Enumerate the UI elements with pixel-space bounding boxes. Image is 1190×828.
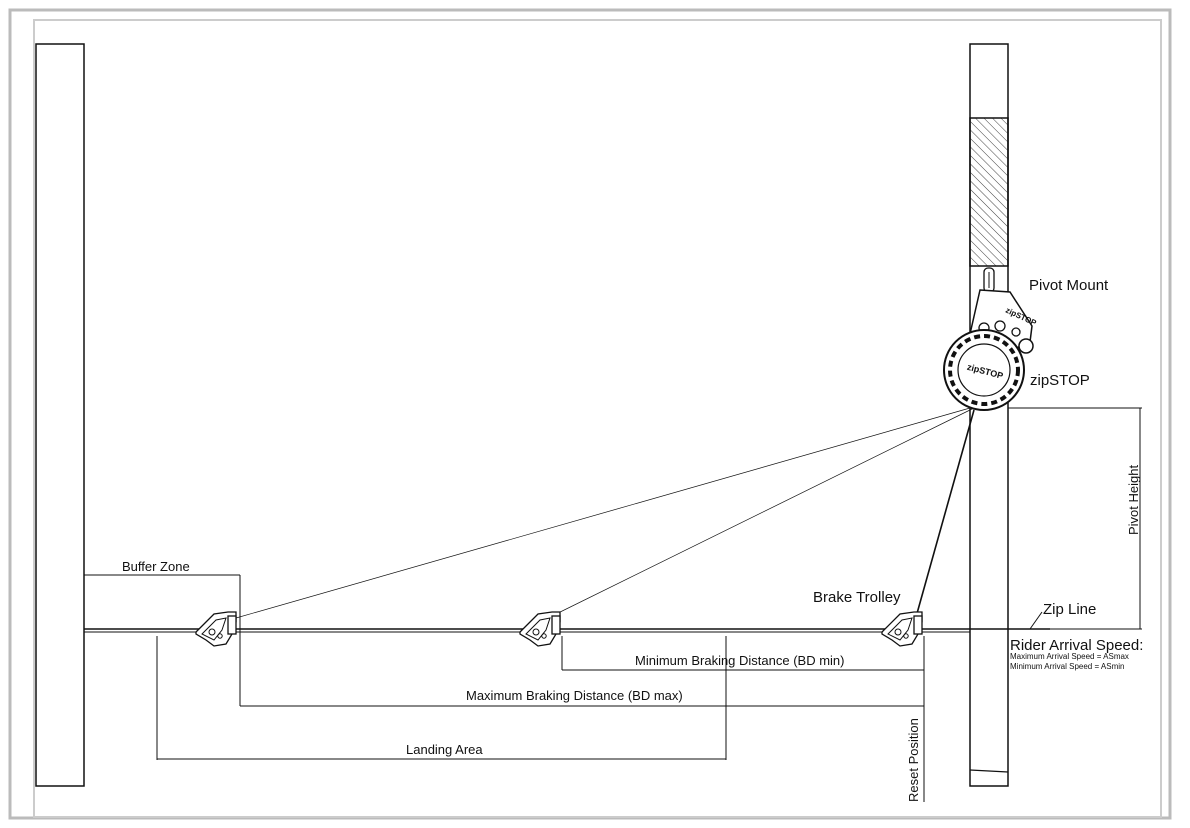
buffer-zone-label: Buffer Zone	[122, 559, 190, 574]
lanyard-active	[915, 409, 975, 618]
pivot-height-dimension	[1008, 407, 1142, 630]
brake-trolley-mid	[519, 611, 561, 647]
max-arrival-speed-label: Maximum Arrival Speed = ASmax	[1010, 652, 1129, 661]
zip-line-label: Zip Line	[1043, 601, 1096, 618]
rider-arrival-speed-label: Rider Arrival Speed:	[1010, 637, 1143, 654]
landing-area-dimension	[156, 636, 727, 760]
zip-line-leader	[1029, 611, 1043, 630]
lanyard-buffer	[235, 407, 971, 619]
lanyard-mid	[547, 408, 973, 619]
bd-max-label: Maximum Braking Distance (BD max)	[466, 688, 683, 703]
brake-trolley-reset	[881, 611, 923, 647]
bd-min-label: Minimum Braking Distance (BD min)	[635, 653, 845, 668]
reset-position-label: Reset Position	[906, 718, 921, 802]
page-border-inner	[33, 19, 1162, 818]
zipstop-device: zipSTOP	[943, 329, 1025, 411]
pivot-mount-label: Pivot Mount	[1029, 277, 1109, 294]
min-arrival-speed-label: Minimum Arrival Speed = ASmin	[1010, 662, 1125, 671]
landing-area-label: Landing Area	[406, 742, 483, 757]
pivot-height-label: Pivot Height	[1126, 465, 1141, 535]
right-post-base-line	[969, 769, 1009, 773]
brake-trolley-buffer	[195, 611, 237, 647]
pivot-anchor-beam	[969, 117, 1009, 267]
brake-trolley-label: Brake Trolley	[813, 589, 901, 606]
bd-min-dimension	[561, 636, 924, 671]
buffer-zone-dimension	[84, 574, 241, 706]
zipstop-label: zipSTOP	[1030, 372, 1090, 389]
left-post	[35, 43, 85, 787]
